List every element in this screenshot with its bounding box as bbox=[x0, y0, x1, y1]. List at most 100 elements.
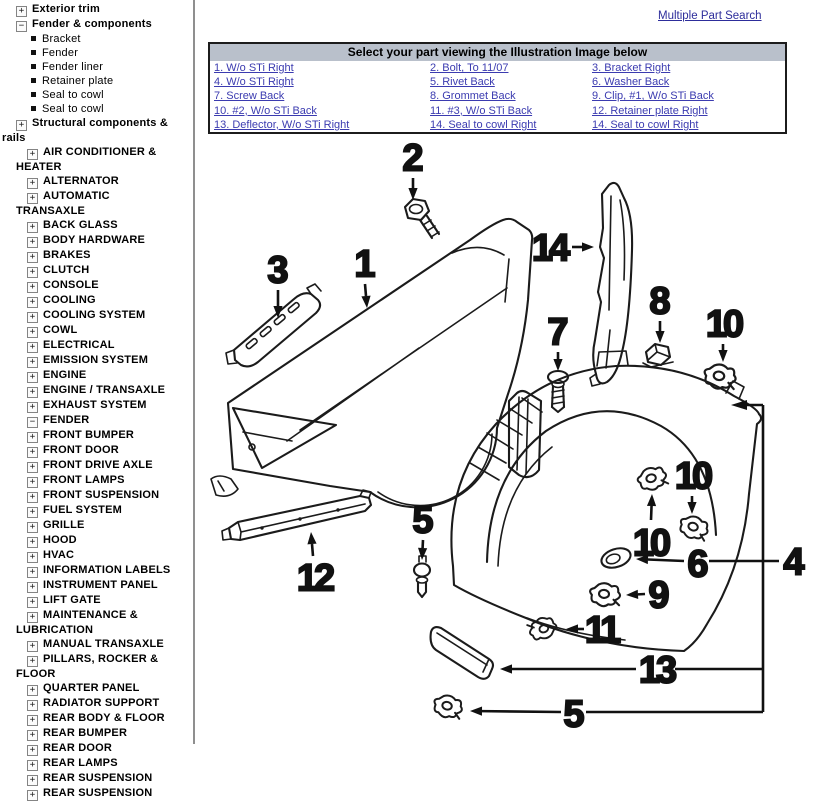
expand-icon[interactable]: + bbox=[27, 387, 38, 398]
expand-icon[interactable]: + bbox=[27, 656, 38, 667]
part-link[interactable]: 4. W/o STi Right bbox=[210, 75, 426, 89]
expand-icon[interactable]: + bbox=[27, 612, 38, 623]
expand-icon[interactable]: + bbox=[16, 120, 27, 131]
sidebar-item[interactable]: Bracket bbox=[0, 32, 193, 46]
collapse-icon[interactable]: − bbox=[27, 417, 38, 428]
sidebar-item[interactable]: +PILLARS, ROCKER & FLOOR bbox=[0, 652, 193, 681]
sidebar-item[interactable]: +Exterior trim bbox=[0, 2, 193, 17]
expand-icon[interactable]: + bbox=[27, 193, 38, 204]
sidebar-item[interactable]: +GRILLE bbox=[0, 518, 193, 533]
expand-icon[interactable]: + bbox=[27, 790, 38, 801]
sidebar-item[interactable]: +REAR BODY & FLOOR bbox=[0, 711, 193, 726]
part-link[interactable]: 1. W/o STi Right bbox=[210, 61, 426, 75]
expand-icon[interactable]: + bbox=[27, 237, 38, 248]
sidebar-item[interactable]: +FUEL SYSTEM bbox=[0, 503, 193, 518]
sidebar-item[interactable]: +MAINTENANCE & LUBRICATION bbox=[0, 608, 193, 637]
sidebar-item[interactable]: +FRONT BUMPER bbox=[0, 428, 193, 443]
sidebar-item[interactable]: +CONSOLE bbox=[0, 278, 193, 293]
part-link[interactable]: 14. Seal to cowl Right bbox=[426, 118, 588, 132]
expand-icon[interactable]: + bbox=[27, 492, 38, 503]
expand-icon[interactable]: + bbox=[27, 567, 38, 578]
expand-icon[interactable]: + bbox=[27, 282, 38, 293]
sidebar-item[interactable]: +EXHAUST SYSTEM bbox=[0, 398, 193, 413]
sidebar-item[interactable]: +BRAKES bbox=[0, 248, 193, 263]
expand-icon[interactable]: + bbox=[27, 178, 38, 189]
sidebar-item[interactable]: +AUTOMATIC TRANSAXLE bbox=[0, 189, 193, 218]
sidebar-item[interactable]: +HOOD bbox=[0, 533, 193, 548]
part-link[interactable]: 8. Grommet Back bbox=[426, 89, 588, 103]
expand-icon[interactable]: + bbox=[27, 297, 38, 308]
expand-icon[interactable]: + bbox=[27, 222, 38, 233]
sidebar-item[interactable]: +COOLING bbox=[0, 293, 193, 308]
sidebar-item[interactable]: +FRONT LAMPS bbox=[0, 473, 193, 488]
part-link[interactable]: 3. Bracket Right bbox=[588, 61, 781, 75]
sidebar-item[interactable]: Retainer plate bbox=[0, 74, 193, 88]
sidebar-item[interactable]: +ENGINE / TRANSAXLE bbox=[0, 383, 193, 398]
expand-icon[interactable]: + bbox=[27, 252, 38, 263]
sidebar-item[interactable]: Seal to cowl bbox=[0, 88, 193, 102]
expand-icon[interactable]: + bbox=[27, 462, 38, 473]
sidebar-item[interactable]: Seal to cowl bbox=[0, 102, 193, 116]
part-link[interactable]: 2. Bolt, To 11/07 bbox=[426, 61, 588, 75]
sidebar-item[interactable]: +INSTRUMENT PANEL bbox=[0, 578, 193, 593]
expand-icon[interactable]: + bbox=[27, 730, 38, 741]
sidebar-item[interactable]: Fender bbox=[0, 46, 193, 60]
expand-icon[interactable]: + bbox=[27, 327, 38, 338]
expand-icon[interactable]: + bbox=[27, 641, 38, 652]
part-link[interactable]: 5. Rivet Back bbox=[426, 75, 588, 89]
expand-icon[interactable]: + bbox=[27, 357, 38, 368]
sidebar-item[interactable]: +FRONT DRIVE AXLE bbox=[0, 458, 193, 473]
expand-icon[interactable]: + bbox=[27, 312, 38, 323]
sidebar-item[interactable]: −FENDER bbox=[0, 413, 193, 428]
expand-icon[interactable]: + bbox=[27, 745, 38, 756]
part-link[interactable]: 13. Deflector, W/o STi Right bbox=[210, 118, 426, 132]
expand-icon[interactable]: + bbox=[27, 372, 38, 383]
sidebar-item[interactable]: +HVAC bbox=[0, 548, 193, 563]
expand-icon[interactable]: + bbox=[27, 715, 38, 726]
sidebar-item[interactable]: +BACK GLASS bbox=[0, 218, 193, 233]
sidebar-item[interactable]: +REAR LAMPS bbox=[0, 756, 193, 771]
sidebar-item[interactable]: +REAR BUMPER bbox=[0, 726, 193, 741]
sidebar-item[interactable]: +CLUTCH bbox=[0, 263, 193, 278]
sidebar-item[interactable]: +FRONT SUSPENSION bbox=[0, 488, 193, 503]
expand-icon[interactable]: + bbox=[27, 537, 38, 548]
expand-icon[interactable]: + bbox=[27, 685, 38, 696]
part-link[interactable]: 9. Clip, #1, W/o STi Back bbox=[588, 89, 781, 103]
expand-icon[interactable]: + bbox=[27, 552, 38, 563]
sidebar-item[interactable]: +COOLING SYSTEM bbox=[0, 308, 193, 323]
expand-icon[interactable]: + bbox=[27, 597, 38, 608]
part-link[interactable]: 10. #2, W/o STi Back bbox=[210, 104, 426, 118]
part-link[interactable]: 6. Washer Back bbox=[588, 75, 781, 89]
sidebar-item[interactable]: +ENGINE bbox=[0, 368, 193, 383]
expand-icon[interactable]: + bbox=[27, 342, 38, 353]
sidebar-item[interactable]: +MANUAL TRANSAXLE bbox=[0, 637, 193, 652]
expand-icon[interactable]: + bbox=[27, 267, 38, 278]
sidebar-item[interactable]: +FRONT DOOR bbox=[0, 443, 193, 458]
expand-icon[interactable]: + bbox=[27, 447, 38, 458]
multiple-part-search-link[interactable]: Multiple Part Search bbox=[658, 10, 762, 22]
expand-icon[interactable]: + bbox=[16, 6, 27, 17]
sidebar-item[interactable]: +REAR SUSPENSION bbox=[0, 786, 193, 801]
part-link[interactable]: 14. Seal to cowl Right bbox=[588, 118, 781, 132]
expand-icon[interactable]: + bbox=[27, 582, 38, 593]
expand-icon[interactable]: + bbox=[27, 477, 38, 488]
sidebar-item[interactable]: +INFORMATION LABELS bbox=[0, 563, 193, 578]
sidebar-item[interactable]: +ELECTRICAL bbox=[0, 338, 193, 353]
expand-icon[interactable]: + bbox=[27, 402, 38, 413]
collapse-icon[interactable]: − bbox=[16, 21, 27, 32]
sidebar-item[interactable]: +REAR SUSPENSION bbox=[0, 771, 193, 786]
expand-icon[interactable]: + bbox=[27, 760, 38, 771]
part-link[interactable]: 11. #3, W/o STi Back bbox=[426, 104, 588, 118]
expand-icon[interactable]: + bbox=[27, 522, 38, 533]
sidebar-item[interactable]: +QUARTER PANEL bbox=[0, 681, 193, 696]
expand-icon[interactable]: + bbox=[27, 700, 38, 711]
expand-icon[interactable]: + bbox=[27, 149, 38, 160]
sidebar-item[interactable]: +COWL bbox=[0, 323, 193, 338]
sidebar-item[interactable]: +REAR DOOR bbox=[0, 741, 193, 756]
expand-icon[interactable]: + bbox=[27, 507, 38, 518]
expand-icon[interactable]: + bbox=[27, 775, 38, 786]
sidebar-item[interactable]: +RADIATOR SUPPORT bbox=[0, 696, 193, 711]
part-link[interactable]: 12. Retainer plate Right bbox=[588, 104, 781, 118]
sidebar-item[interactable]: +BODY HARDWARE bbox=[0, 233, 193, 248]
sidebar-item[interactable]: +AIR CONDITIONER & HEATER bbox=[0, 145, 193, 174]
